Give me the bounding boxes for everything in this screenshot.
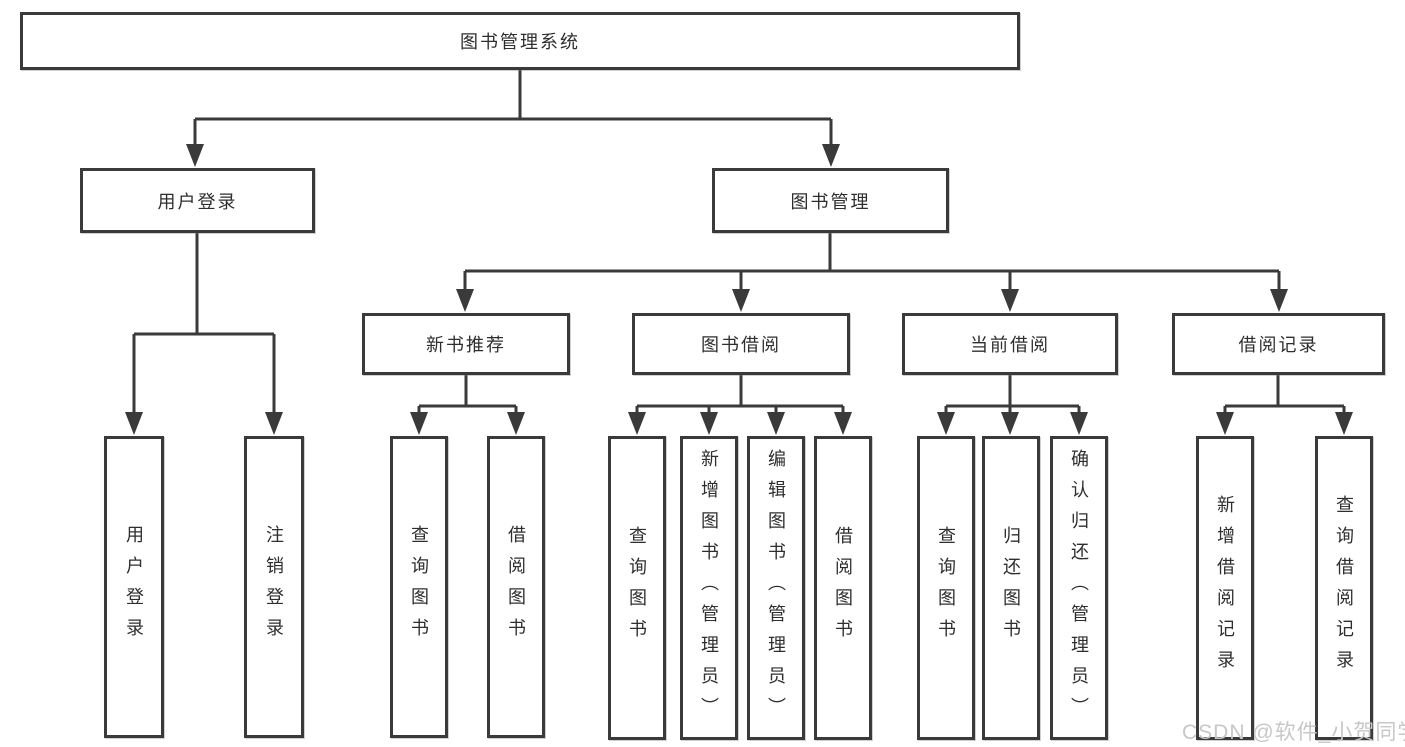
leaf-query-book-current-label: 查询图书	[936, 526, 956, 650]
node-current-borrow-label: 当前借阅	[970, 335, 1050, 355]
node-new-book-recommend-label: 新书推荐	[426, 335, 506, 355]
leaf-confirm-return-admin-label: 确认归还（管理员）	[1069, 448, 1089, 728]
leaf-user-login-label: 用户登录	[124, 525, 144, 649]
node-new-book-recommend: 新书推荐	[362, 313, 570, 375]
node-root-label: 图书管理系统	[460, 32, 580, 52]
node-user-login: 用户登录	[80, 168, 315, 233]
node-borrow-records-label: 借阅记录	[1238, 335, 1319, 355]
leaf-borrow-book-borrow: 借阅图书	[814, 436, 872, 740]
leaf-add-borrow-record: 新增借阅记录	[1196, 436, 1254, 740]
leaf-logout-label: 注销登录	[264, 525, 284, 649]
node-current-borrow: 当前借阅	[902, 313, 1118, 375]
leaf-add-borrow-record-label: 新增借阅记录	[1215, 495, 1235, 681]
leaf-logout: 注销登录	[244, 436, 304, 738]
leaf-query-book-recommend: 查询图书	[390, 436, 448, 738]
leaf-query-borrow-record: 查询借阅记录	[1315, 436, 1373, 740]
node-book-borrow: 图书借阅	[632, 313, 850, 375]
leaf-query-book-borrow: 查询图书	[608, 436, 666, 740]
node-user-login-label: 用户登录	[157, 191, 238, 212]
node-borrow-records: 借阅记录	[1172, 313, 1385, 375]
leaf-query-borrow-record-label: 查询借阅记录	[1334, 495, 1354, 681]
leaf-borrow-book-recommend: 借阅图书	[487, 436, 545, 738]
leaf-query-book-borrow-label: 查询图书	[627, 526, 647, 650]
leaf-return-book: 归还图书	[982, 436, 1040, 740]
leaf-edit-book-admin-label: 编辑图书（管理员）	[766, 448, 786, 728]
leaf-query-book-recommend-label: 查询图书	[409, 525, 429, 649]
leaf-borrow-book-borrow-label: 借阅图书	[833, 526, 853, 650]
leaf-borrow-book-recommend-label: 借阅图书	[506, 525, 526, 649]
node-root: 图书管理系统	[20, 12, 1020, 70]
node-book-borrow-label: 图书借阅	[701, 335, 781, 355]
node-book-management: 图书管理	[712, 168, 949, 233]
leaf-confirm-return-admin: 确认归还（管理员）	[1050, 436, 1108, 740]
leaf-edit-book-admin: 编辑图书（管理员）	[747, 436, 805, 740]
leaf-add-book-admin: 新增图书（管理员）	[680, 436, 738, 740]
leaf-user-login: 用户登录	[104, 436, 164, 738]
node-book-management-label: 图书管理	[790, 191, 871, 212]
leaf-query-book-current: 查询图书	[917, 436, 975, 740]
leaf-return-book-label: 归还图书	[1001, 526, 1021, 650]
leaf-add-book-admin-label: 新增图书（管理员）	[699, 448, 719, 728]
